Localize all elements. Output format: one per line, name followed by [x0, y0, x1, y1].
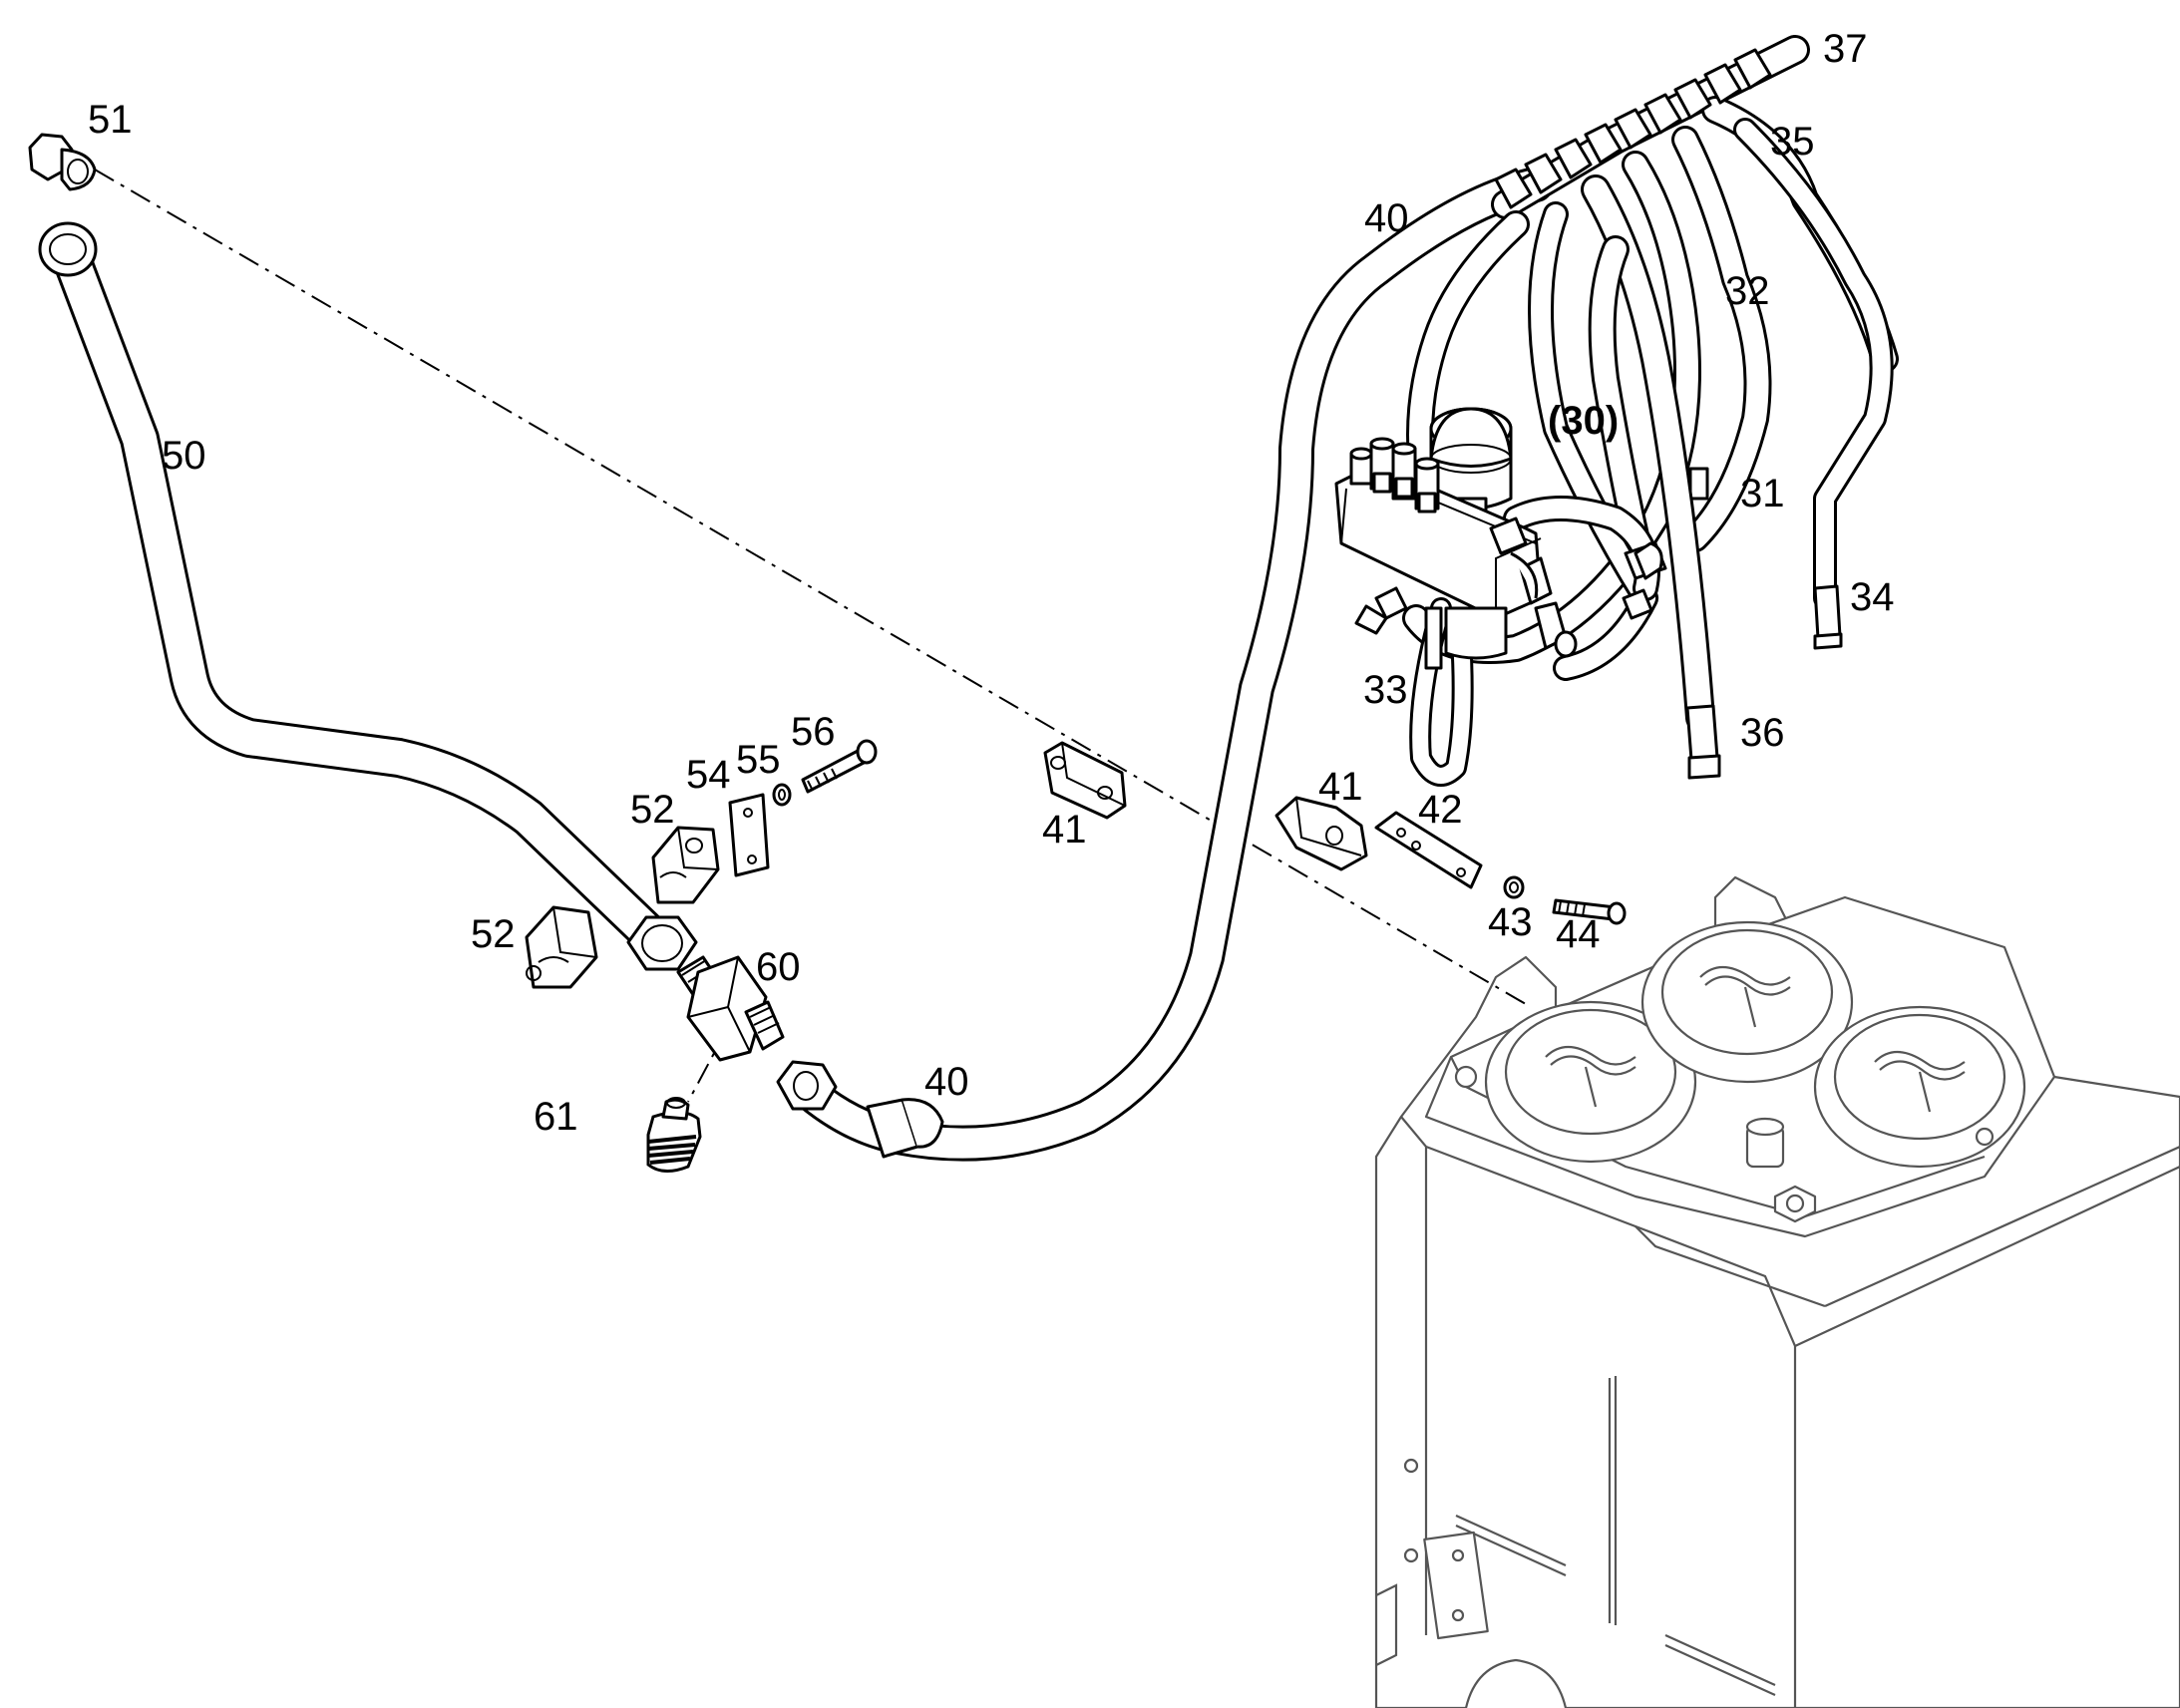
callout-52-upper: 52	[630, 788, 675, 832]
callout-55: 55	[736, 738, 781, 782]
callout-41-right: 41	[1318, 765, 1363, 809]
clamp-41-right	[1274, 796, 1368, 871]
clamp-half-52-lower	[525, 905, 598, 989]
fitting-51	[28, 133, 97, 191]
valve-block-30	[1334, 407, 1663, 670]
callout-44: 44	[1556, 912, 1601, 956]
alignment-center-line	[94, 169, 1532, 1008]
inspection-cover-right	[1813, 1005, 2026, 1169]
fitting-60	[676, 955, 785, 1062]
inspection-cover-middle	[1640, 920, 1854, 1084]
callout-40-lower: 40	[924, 1060, 969, 1104]
callout-32: 32	[1725, 269, 1770, 313]
callout-60: 60	[756, 945, 801, 989]
callout-41-left: 41	[1042, 808, 1087, 852]
washer-55	[772, 783, 792, 807]
callout-37: 37	[1823, 27, 1868, 71]
callout-40-upper: 40	[1364, 196, 1409, 240]
callout-30: (30)	[1548, 399, 1619, 443]
hose-40	[776, 167, 1554, 1162]
pipe-50	[38, 221, 698, 971]
bolt-44	[1552, 898, 1627, 925]
inspection-cover-left	[1484, 1000, 1697, 1164]
callout-42: 42	[1418, 788, 1463, 832]
callout-43: 43	[1488, 900, 1533, 944]
clamp-41-left	[1043, 741, 1127, 820]
callout-31: 31	[1740, 472, 1785, 515]
washer-43	[1503, 875, 1525, 899]
callout-54: 54	[686, 753, 731, 797]
bolt-56	[801, 739, 878, 794]
callout-labels: 51 50 52 52 54 55 56 60 61 41 41 42 43 4…	[88, 27, 1895, 1139]
fitting-cluster	[1494, 48, 1772, 209]
cartridge-valves	[1349, 437, 1440, 513]
callout-34: 34	[1850, 575, 1895, 619]
callout-50: 50	[162, 434, 206, 478]
callout-33: 33	[1363, 668, 1408, 712]
plate-54	[728, 793, 770, 877]
plug-61	[646, 1097, 702, 1173]
callout-35: 35	[1770, 120, 1815, 164]
hose-bundle-30	[1402, 35, 1899, 787]
plate-42	[1374, 811, 1483, 889]
callout-56: 56	[791, 710, 836, 754]
clamp-half-52-upper	[651, 826, 720, 904]
gearbox-housing	[1374, 875, 2180, 1708]
callout-51: 51	[88, 98, 133, 142]
callout-36: 36	[1740, 711, 1785, 755]
callout-52-lower: 52	[471, 912, 516, 956]
callout-61: 61	[534, 1095, 578, 1139]
